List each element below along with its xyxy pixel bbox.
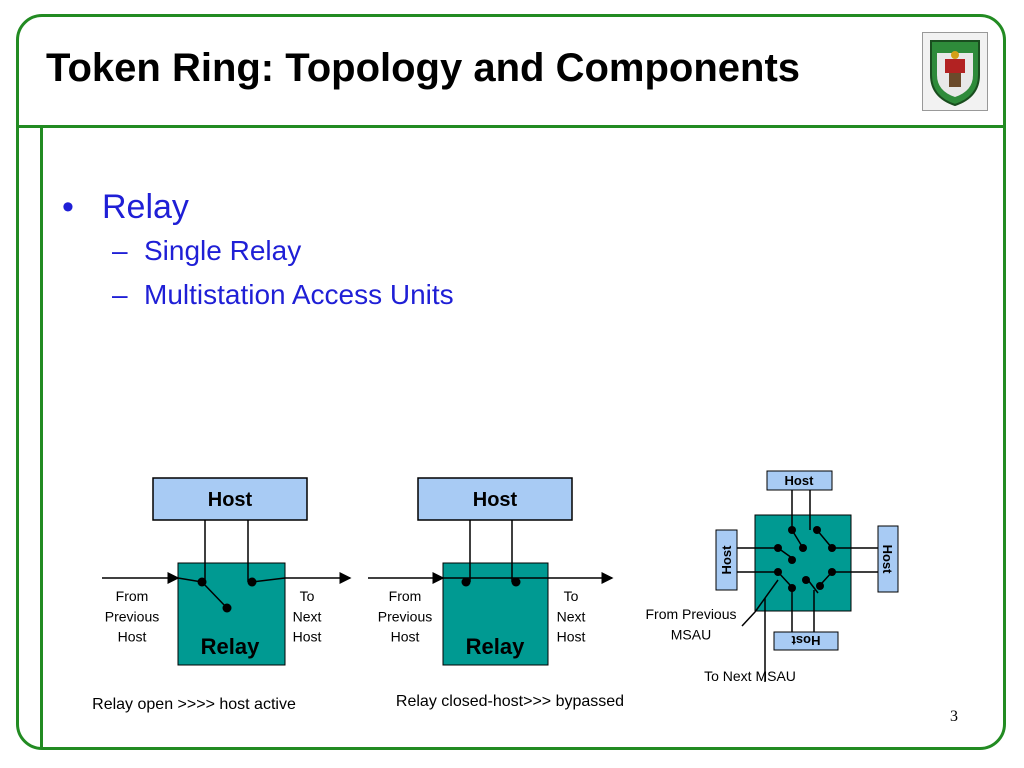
msau-contact xyxy=(828,568,836,576)
msau-host-top-label: Host xyxy=(785,473,815,488)
label-line: Previous xyxy=(378,608,432,624)
label-line: From xyxy=(389,588,422,604)
title-divider xyxy=(17,125,1005,128)
sub-bullet-msau: – Multistation Access Units xyxy=(62,279,454,311)
msau-contact xyxy=(802,576,810,584)
label-line: From xyxy=(116,588,149,604)
relay-wire xyxy=(251,577,286,583)
label-line: Next xyxy=(293,608,322,624)
msau-contact xyxy=(788,556,796,564)
university-logo xyxy=(922,32,988,111)
page-number: 3 xyxy=(950,708,958,725)
label-line: Host xyxy=(293,629,322,645)
host-label: Host xyxy=(473,489,518,511)
msau-host-bottom xyxy=(773,631,839,651)
msau-box xyxy=(754,514,852,612)
bullet-list: • Relay – Single Relay – Multistation Ac… xyxy=(62,188,454,311)
msau-contact xyxy=(774,568,782,576)
relay-label: Relay xyxy=(201,634,260,659)
msau-contact xyxy=(828,544,836,552)
msau-ring-in xyxy=(754,579,779,613)
sub-bullet-text: Single Relay xyxy=(144,235,302,266)
msau-host-right xyxy=(877,525,899,593)
msau-contact xyxy=(799,544,807,552)
msau-host-bottom-label: Host xyxy=(791,633,821,648)
msau-contact xyxy=(774,544,782,552)
label-line: Next xyxy=(557,608,586,624)
bullet-dot: • xyxy=(62,188,74,226)
host-box xyxy=(152,477,308,521)
label-line: Host xyxy=(118,629,147,645)
label-line: Previous xyxy=(105,608,159,624)
msau-contact xyxy=(816,582,824,590)
bullet-relay: • Relay xyxy=(62,188,454,227)
msau-host-left xyxy=(715,529,738,591)
msau-contact xyxy=(813,526,821,534)
msau-host-left-label: Host xyxy=(719,545,734,575)
slide-frame xyxy=(16,14,1006,750)
label-line: From Previous xyxy=(645,606,736,622)
relay-contact xyxy=(511,577,521,587)
relay-switch-open xyxy=(201,581,228,609)
sub-bullet-text: Multistation Access Units xyxy=(144,279,454,310)
relay-closed-caption: Relay closed-host>>> bypassed xyxy=(396,693,624,710)
sub-bullet-dash: – xyxy=(112,235,128,266)
msau-contact xyxy=(788,526,796,534)
relay-box xyxy=(442,562,549,666)
msau-ring-in xyxy=(741,611,756,627)
relay-contact xyxy=(247,577,257,587)
sub-bullet-single-relay: – Single Relay xyxy=(62,235,454,267)
left-divider xyxy=(40,128,43,748)
relay-contact xyxy=(222,603,232,613)
msau-switch xyxy=(807,579,819,594)
relay-contact xyxy=(461,577,471,587)
msau-contact xyxy=(788,584,796,592)
msau-host-right-label: Host xyxy=(880,545,895,575)
to-next-msau-label: To Next MSAU xyxy=(704,668,796,684)
label-line: Host xyxy=(391,629,420,645)
label-line: Host xyxy=(557,629,586,645)
sub-bullet-dash: – xyxy=(112,279,128,310)
host-box xyxy=(417,477,573,521)
relay-label: Relay xyxy=(466,634,525,659)
label-line: To xyxy=(564,588,579,604)
host-label: Host xyxy=(208,489,253,511)
bullet-relay-text: Relay xyxy=(102,188,189,226)
label-line: MSAU xyxy=(671,626,711,642)
label-line: To xyxy=(300,588,315,604)
slide-title: Token Ring: Topology and Components xyxy=(46,46,801,90)
msau-host-top xyxy=(766,470,833,491)
relay-open-caption: Relay open >>>> host active xyxy=(92,696,296,713)
